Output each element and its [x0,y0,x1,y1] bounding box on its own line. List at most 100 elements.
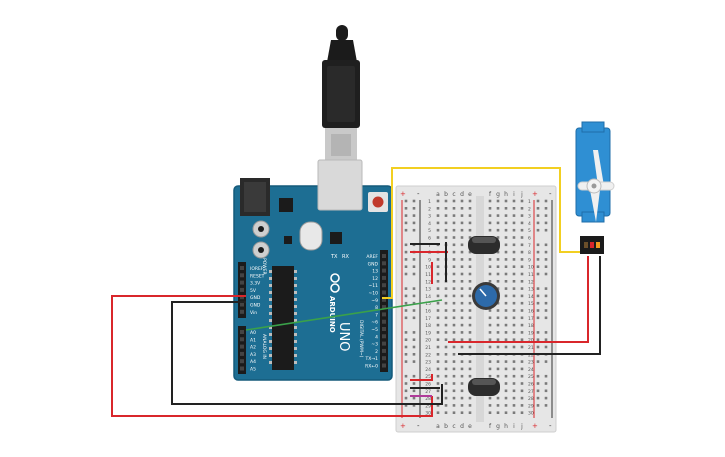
rail-hole[interactable] [404,345,408,349]
wire-signal-yellow[interactable] [382,167,582,299]
breadboard-hole[interactable] [512,338,516,341]
rail-hole[interactable] [412,214,416,217]
breadboard-hole[interactable] [468,214,472,217]
breadboard-hole[interactable] [520,228,524,232]
breadboard-hole[interactable] [488,265,492,268]
breadboard-hole[interactable] [460,345,464,349]
breadboard-hole[interactable] [520,294,524,298]
breadboard-hole[interactable] [488,221,492,225]
breadboard-hole[interactable] [452,214,456,217]
breadboard-hole[interactable] [468,258,472,261]
breadboard-hole[interactable] [452,280,456,283]
rail-hole[interactable] [536,214,540,217]
breadboard-hole[interactable] [512,207,516,210]
rail-hole[interactable] [412,404,416,407]
breadboard-hole[interactable] [520,250,524,254]
rail-hole[interactable] [412,272,416,276]
power-pin[interactable] [240,295,244,300]
rail-hole[interactable] [412,228,416,232]
breadboard-hole[interactable] [496,272,500,276]
breadboard-hole[interactable] [468,323,472,327]
rail-hole[interactable] [412,396,416,400]
breadboard-hole[interactable] [452,382,456,385]
breadboard-hole[interactable] [444,345,448,349]
breadboard-hole[interactable] [452,287,456,290]
rail-hole[interactable] [412,374,416,378]
breadboard-hole[interactable] [504,258,508,261]
breadboard-hole[interactable] [452,228,456,232]
rail-hole[interactable] [404,309,408,312]
breadboard-hole[interactable] [436,258,440,261]
breadboard-hole[interactable] [452,207,456,210]
rail-hole[interactable] [536,207,540,210]
rail-hole[interactable] [544,316,548,320]
rail-hole[interactable] [536,338,540,341]
rail-hole[interactable] [404,316,408,320]
breadboard-hole[interactable] [488,367,492,371]
breadboard-hole[interactable] [436,374,440,378]
wire-servo-gnd-black[interactable] [458,256,601,355]
breadboard-hole[interactable] [520,323,524,327]
breadboard-hole[interactable] [504,338,508,341]
breadboard-hole[interactable] [512,301,516,305]
breadboard-hole[interactable] [504,389,508,393]
breadboard-hole[interactable] [444,382,448,385]
breadboard-hole[interactable] [504,382,508,385]
breadboard-hole[interactable] [460,280,464,283]
breadboard-hole[interactable] [468,331,472,334]
rail-hole[interactable] [404,353,408,356]
breadboard-hole[interactable] [436,338,440,341]
breadboard-hole[interactable] [436,214,440,217]
breadboard-hole[interactable] [504,207,508,210]
rail-hole[interactable] [412,382,416,385]
breadboard-hole[interactable] [520,280,524,283]
breadboard-hole[interactable] [452,411,456,414]
breadboard-hole[interactable] [504,404,508,407]
breadboard-hole[interactable] [444,316,448,320]
rail-hole[interactable] [536,228,540,232]
breadboard-hole[interactable] [512,228,516,232]
breadboard-hole[interactable] [468,338,472,341]
breadboard-hole[interactable] [452,265,456,268]
rail-hole[interactable] [544,221,548,225]
breadboard-hole[interactable] [468,221,472,225]
breadboard-hole[interactable] [520,301,524,305]
breadboard-hole[interactable] [460,374,464,378]
breadboard-hole[interactable] [436,280,440,283]
breadboard-hole[interactable] [460,228,464,232]
breadboard-hole[interactable] [504,199,508,203]
breadboard-hole[interactable] [488,316,492,320]
breadboard-hole[interactable] [488,331,492,334]
breadboard-hole[interactable] [520,214,524,217]
breadboard-hole[interactable] [436,287,440,290]
breadboard-hole[interactable] [520,345,524,349]
breadboard-hole[interactable] [444,389,448,393]
breadboard-hole[interactable] [512,316,516,320]
breadboard-hole[interactable] [488,345,492,349]
digital-pin[interactable] [382,275,386,280]
breadboard-hole[interactable] [520,338,524,341]
breadboard-hole[interactable] [504,287,508,290]
rail-hole[interactable] [536,316,540,320]
breadboard-hole[interactable] [496,331,500,334]
breadboard-hole[interactable] [504,243,508,247]
breadboard-hole[interactable] [460,323,464,327]
breadboard-hole[interactable] [452,360,456,363]
breadboard-hole[interactable] [436,404,440,407]
breadboard-hole[interactable] [444,331,448,334]
breadboard-hole[interactable] [520,243,524,247]
breadboard-hole[interactable] [512,360,516,363]
breadboard-hole[interactable] [452,250,456,254]
rail-hole[interactable] [412,345,416,349]
breadboard-hole[interactable] [520,382,524,385]
digital-pin[interactable] [382,290,386,295]
breadboard-hole[interactable] [444,411,448,414]
breadboard-hole[interactable] [512,287,516,290]
breadboard-hole[interactable] [436,382,440,385]
breadboard-hole[interactable] [452,338,456,341]
digital-pin[interactable] [382,363,386,368]
breadboard-hole[interactable] [460,294,464,298]
breadboard-hole[interactable] [504,280,508,283]
breadboard-hole[interactable] [488,309,492,312]
